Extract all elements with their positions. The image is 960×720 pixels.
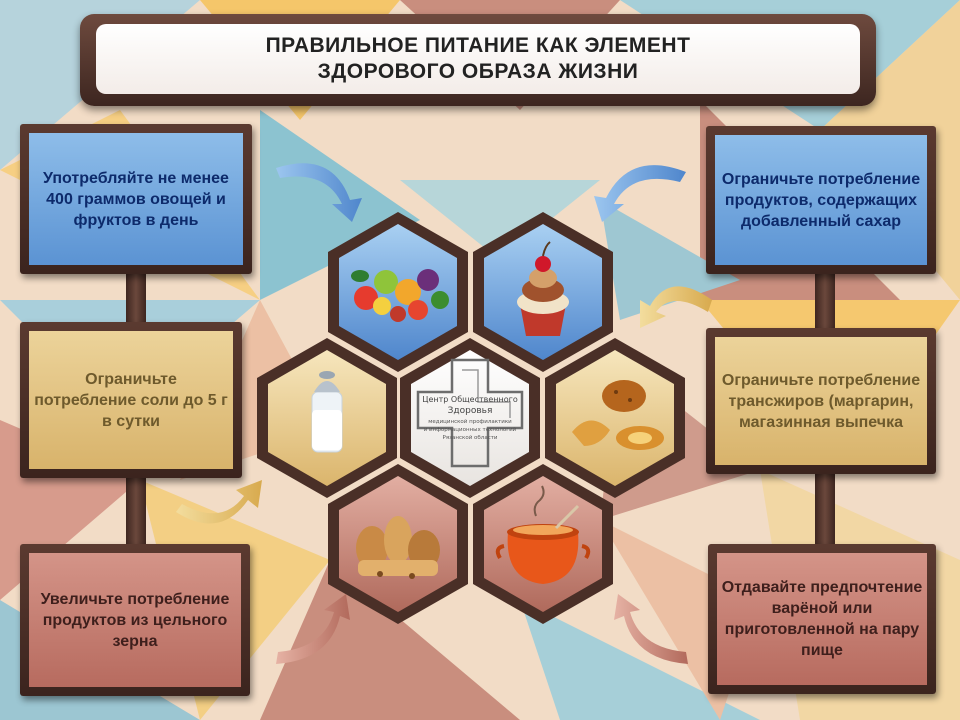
sugar-box: Ограничьте потребление продуктов, содерж…: [706, 126, 936, 274]
vegetables-box: Употребляйте не менее 400 граммов овощей…: [20, 124, 252, 274]
whole-grain-text: Увеличьте потребление продуктов из цельн…: [40, 590, 230, 650]
arrow-whole-grain-icon: [276, 594, 350, 664]
salt-box: Ограничьте потребление соли до 5 г в сут…: [20, 322, 242, 478]
arrow-boiled-food-icon: [614, 594, 688, 664]
logo-line-5: Рязанской области: [443, 434, 498, 441]
trans-fats-text: Ограничьте потребление трансжиров (марга…: [721, 371, 921, 431]
vegetables-hex: [328, 212, 468, 372]
whole-grain-box: Увеличьте потребление продуктов из цельн…: [20, 544, 250, 696]
arrow-trans-fats-icon: [640, 286, 712, 328]
pot-hex: [473, 464, 613, 624]
logo-cross-icon: [416, 358, 524, 468]
logo-line-1: Центр Общественного: [422, 395, 518, 404]
sugar-text: Ограничьте потребление продуктов, содерж…: [721, 170, 921, 230]
title-line-1: ПРАВИЛЬНОЕ ПИТАНИЕ КАК ЭЛЕМЕНТ: [265, 34, 691, 57]
pastry-icon: [572, 380, 664, 450]
cupcake-icon: [517, 241, 569, 336]
bread-hex: [328, 464, 468, 624]
salt-shaker-icon: [311, 371, 343, 453]
cooking-pot-icon: [495, 485, 591, 584]
salt-text: Ограничьте потребление соли до 5 г в сут…: [34, 370, 228, 430]
logo-line-2: Здоровья: [448, 406, 493, 416]
vegetables-icon: [351, 269, 449, 322]
pastry-hex: [545, 338, 685, 498]
boiled-food-box: Отдавайте предпочтение варёной или приго…: [708, 544, 936, 694]
arrow-sugar-icon: [594, 165, 686, 222]
vegetables-text: Употребляйте не менее 400 граммов овощей…: [43, 169, 229, 229]
boiled-food-text: Отдавайте предпочтение варёной или приго…: [721, 579, 923, 659]
salt-hex: [257, 338, 397, 498]
center-logo-hex: Центр Общественного Здоровья медицинской…: [400, 338, 540, 498]
bread-icon: [356, 516, 440, 579]
arrow-vegetables-icon: [276, 163, 362, 222]
arrow-salt-icon: [176, 480, 262, 524]
logo-line-4: и информационных технологий: [424, 426, 517, 433]
logo-line-3: медицинской профилактики: [428, 418, 512, 425]
title-banner: ПРАВИЛЬНОЕ ПИТАНИЕ КАК ЭЛЕМЕНТ ЗДОРОВОГО…: [80, 14, 876, 106]
trans-fats-box: Ограничьте потребление трансжиров (марга…: [706, 328, 936, 474]
title-line-2: ЗДОРОВОГО ОБРАЗА ЖИЗНИ: [317, 60, 639, 83]
cupcake-hex: [473, 212, 613, 372]
